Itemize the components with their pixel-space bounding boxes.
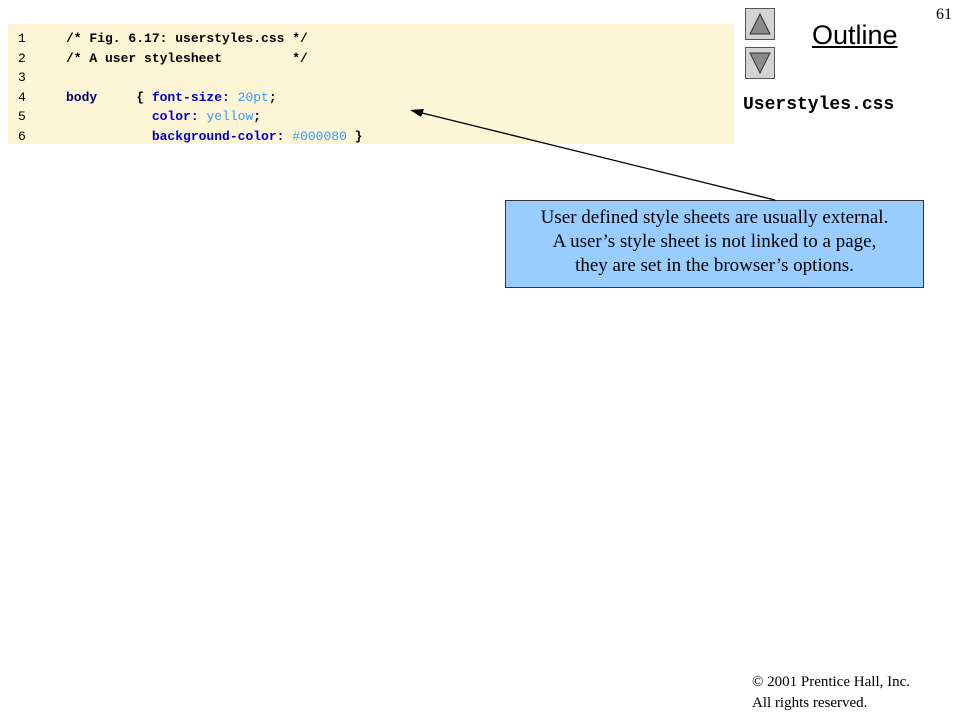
outline-link[interactable]: Outline xyxy=(812,20,898,50)
code-listing: 1 /* Fig. 6.17: userstyles.css */ 2 /* A us… xyxy=(8,24,734,144)
copyright-line: All rights reserved. xyxy=(752,695,868,711)
copyright-notice: © 2001 Prentice Hall, Inc. All rights re… xyxy=(752,672,910,714)
triangle-down-icon xyxy=(749,52,771,75)
code-token: body xyxy=(66,89,137,105)
code-line: 6 background-color: #000080 } xyxy=(8,127,734,147)
code-line: 3 xyxy=(8,68,734,88)
code-line: 5 color: yellow; xyxy=(8,107,734,127)
code-line: 2 /* A user stylesheet */ xyxy=(8,49,734,69)
code-token: /* Fig. 6.17: userstyles.css */ xyxy=(66,31,308,46)
code-token: color: xyxy=(151,109,207,124)
code-token: /* A user stylesheet */ xyxy=(66,50,308,66)
code-token: background-color: xyxy=(151,128,293,144)
code-text: /* Fig. 6.17: userstyles.css */ xyxy=(66,29,308,49)
code-token: } xyxy=(346,128,363,144)
code-token: 20pt xyxy=(237,89,269,105)
line-number: 4 xyxy=(18,89,26,105)
line-number: 2 xyxy=(18,50,26,66)
line-number: 1 xyxy=(18,31,26,46)
code-token: { xyxy=(136,89,152,105)
triangle-up-icon xyxy=(749,12,771,35)
copyright-line: © 2001 Prentice Hall, Inc. xyxy=(752,674,911,690)
next-slide-button[interactable] xyxy=(745,47,775,79)
line-number: 6 xyxy=(18,128,26,144)
code-text: color: yellow; xyxy=(66,107,261,127)
code-text: body { font-size: 20pt; xyxy=(66,88,277,108)
code-token xyxy=(66,129,152,144)
callout-line: they are set in the browser’s options. xyxy=(575,255,854,276)
code-token xyxy=(66,109,152,124)
callout-line: A user’s style sheet is not linked to a … xyxy=(552,231,877,252)
code-line: 1 /* Fig. 6.17: userstyles.css */ xyxy=(8,29,734,49)
line-number: 3 xyxy=(18,70,26,85)
callout-box: User defined style sheets are usually ex… xyxy=(505,200,924,288)
code-line: 4 body { font-size: 20pt; xyxy=(8,88,734,108)
code-text: /* A user stylesheet */ xyxy=(66,49,308,69)
line-number: 5 xyxy=(18,109,26,124)
code-text: background-color: #000080 } xyxy=(66,127,363,147)
code-token: font-size: xyxy=(151,89,238,105)
code-token: #000080 xyxy=(292,128,347,144)
code-token: yellow xyxy=(206,109,254,124)
callout-line: User defined style sheets are usually ex… xyxy=(540,207,889,228)
code-token: ; xyxy=(268,89,277,105)
code-token: ; xyxy=(253,109,262,124)
file-name-label: Userstyles.css xyxy=(743,95,895,115)
previous-slide-button[interactable] xyxy=(745,8,775,40)
page-number: 61 xyxy=(936,6,952,23)
